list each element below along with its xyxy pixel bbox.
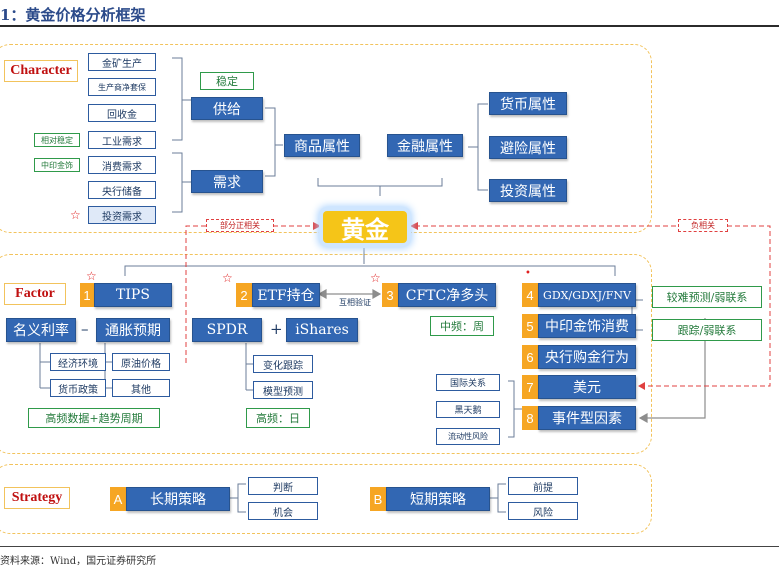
etf-star-icon: ☆ (222, 271, 233, 285)
economic-environment-node: 经济环境 (50, 353, 106, 371)
factor-5-number: 5 (522, 314, 538, 338)
short-term-strategy-node: 短期策略 (386, 487, 490, 511)
factor-2-number: 2 (236, 283, 252, 307)
top-rule (0, 25, 779, 27)
investment-attribute-node: 投资属性 (489, 179, 567, 202)
factor-tips-node: TIPS (94, 283, 172, 307)
factor-4-number: 4 (522, 283, 538, 307)
factor-panel (0, 254, 652, 454)
strategy-label: Strategy (4, 487, 70, 509)
china-india-jewelry-tag: 中印金饰 (34, 158, 80, 172)
change-tracking-node: 变化跟踪 (253, 355, 313, 373)
demand-item-consumer: 消费需求 (88, 156, 156, 174)
source-note: 资料来源：Wind，国元证券研究所 (0, 556, 157, 567)
black-swan-node: 黑天鹅 (436, 401, 500, 418)
hard-to-predict-tag: 较难预测/弱联系 (652, 286, 762, 308)
factor-cftc-node: CFTC净多头 (398, 283, 496, 307)
commodity-attribute-node: 商品属性 (284, 134, 360, 157)
factor-gdx-node: GDX/GDXJ/FNV (538, 283, 636, 307)
partial-positive-link-label: 部分正相关 (206, 219, 274, 232)
daily-frequency-tag: 高频：日 (246, 408, 310, 428)
international-relations-node: 国际关系 (436, 374, 500, 391)
investment-star-icon: ☆ (70, 208, 81, 222)
risk-node: 风险 (508, 502, 578, 520)
negative-link-label: 负相关 (678, 219, 728, 232)
factor-usd-node: 美元 (538, 375, 636, 399)
liquidity-risk-node: 流动性风险 (436, 428, 500, 445)
strategy-panel (0, 464, 652, 534)
long-term-strategy-node: 长期策略 (126, 487, 230, 511)
other-node: 其他 (112, 379, 170, 397)
factor-event-node: 事件型因素 (538, 406, 636, 430)
weekly-frequency-tag: 中频：周 (430, 316, 494, 336)
model-forecast-node: 模型预测 (253, 381, 313, 399)
oil-price-node: 原油价格 (112, 353, 170, 371)
factor-6-number: 6 (522, 345, 538, 369)
factor-label: Factor (4, 283, 66, 305)
high-freq-trend-tag: 高频数据+趋势周期 (28, 408, 160, 428)
ishares-node: iShares (286, 318, 358, 342)
safe-haven-attribute-node: 避险属性 (489, 136, 567, 159)
supply-item-recycle: 回收金 (88, 104, 156, 122)
plus-sign: + (270, 320, 283, 338)
supply-node: 供给 (191, 97, 263, 120)
minus-sign: – (81, 320, 89, 338)
bottom-rule (0, 546, 779, 547)
gdx-dot-icon: • (525, 268, 531, 279)
cftc-star-icon: ☆ (370, 271, 381, 285)
factor-3-number: 3 (382, 283, 398, 307)
monetary-policy-node: 货币政策 (50, 379, 106, 397)
factor-etf-node: ETF持仓 (252, 283, 320, 307)
relative-stable-tag: 相对稳定 (34, 133, 80, 147)
strategy-b-letter: B (370, 487, 386, 511)
demand-item-investment: 投资需求 (88, 206, 156, 224)
premise-node: 前提 (508, 477, 578, 495)
factor-8-number: 8 (522, 406, 538, 430)
demand-node: 需求 (191, 170, 263, 193)
factor-central-bank-node: 央行购金行为 (538, 345, 636, 369)
spdr-node: SPDR (192, 318, 262, 342)
tips-star-icon: ☆ (86, 269, 97, 283)
nominal-rate-node: 名义利率 (6, 318, 76, 342)
supply-item-hedging: 生产商净套保 (88, 78, 156, 96)
inflation-expectation-node: 通胀预期 (96, 318, 170, 342)
factor-1-number: 1 (80, 283, 94, 307)
demand-item-industrial: 工业需求 (88, 131, 156, 149)
figure-title: 1：黄金价格分析框架 (0, 6, 146, 24)
character-label: Character (4, 60, 78, 82)
mutual-verify-label: 互相验证 (339, 298, 371, 307)
monetary-attribute-node: 货币属性 (489, 92, 567, 115)
supply-item-mining: 金矿生产 (88, 53, 156, 71)
gold-center-node: 黄金 (323, 211, 407, 244)
track-weak-link-tag: 跟踪/弱联系 (652, 319, 762, 341)
opportunity-node: 机会 (248, 502, 318, 520)
financial-attribute-node: 金融属性 (387, 134, 463, 157)
demand-item-central-bank: 央行储备 (88, 181, 156, 199)
factor-jewelry-node: 中印金饰消费 (538, 314, 636, 338)
factor-7-number: 7 (522, 375, 538, 399)
strategy-a-letter: A (110, 487, 126, 511)
judgement-node: 判断 (248, 477, 318, 495)
stable-tag: 稳定 (200, 72, 254, 90)
